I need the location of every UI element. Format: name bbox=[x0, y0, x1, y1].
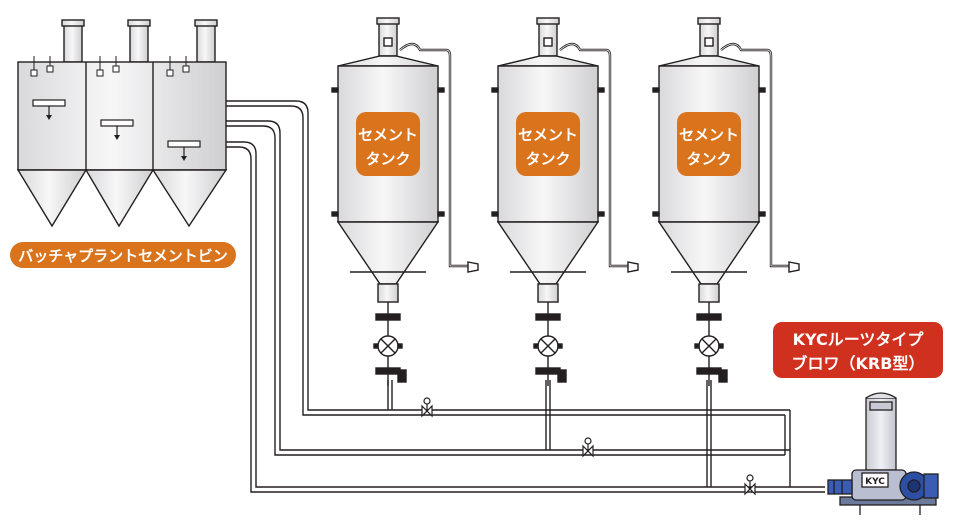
valve-icon bbox=[582, 437, 594, 458]
cement-tank-label bbox=[356, 112, 420, 176]
valve-icon bbox=[421, 397, 433, 418]
cement-tank-label-line2: タンク bbox=[365, 150, 410, 168]
line-valves bbox=[421, 397, 756, 496]
blower-label: KYCルーツタイプ ブロワ（KRB型） bbox=[773, 322, 943, 378]
blower-badge: KYC bbox=[865, 477, 885, 487]
blower-label-line2: ブロワ（KRB型） bbox=[792, 354, 925, 373]
cement-tank-label-line2: タンク bbox=[686, 150, 731, 168]
pipe-bin3 bbox=[200, 141, 825, 488]
blower-label-line1: KYCルーツタイプ bbox=[793, 330, 925, 349]
cement-tank-label-line1: セメント bbox=[679, 126, 739, 144]
cement-tank-label bbox=[677, 112, 741, 176]
batcher-bin-label-text: バッチャプラントセメントビン bbox=[18, 247, 228, 265]
pipe-bin2 bbox=[133, 120, 790, 451]
cement-tank-label-line1: セメント bbox=[518, 126, 578, 144]
cement-tank-label-line1: セメント bbox=[358, 126, 418, 144]
pipe-bin1 bbox=[63, 100, 790, 411]
batcher-plant-cement-bin bbox=[16, 19, 228, 228]
roots-blower: KYC bbox=[827, 392, 939, 515]
cement-tank-label-line2: タンク bbox=[525, 150, 570, 168]
valve-icon bbox=[744, 474, 756, 496]
piping bbox=[63, 100, 825, 493]
cement-tank-label bbox=[516, 112, 580, 176]
batcher-bin-label: バッチャプラントセメントビン bbox=[10, 242, 236, 268]
